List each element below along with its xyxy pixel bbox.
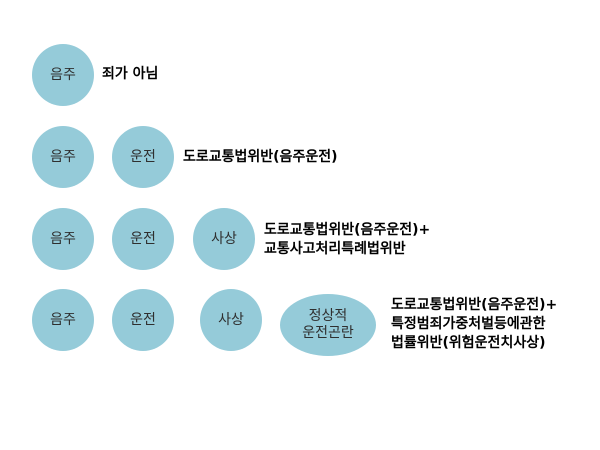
result-label-row-3: 도로교통법위반(음주운전)+ 교통사고처리특례법위반 xyxy=(264,221,430,259)
result-line: 도로교통법위반(음주운전)+ xyxy=(264,222,431,238)
result-line: 법률위반(위험운전치사상) xyxy=(391,335,546,351)
result-line: 특정범죄가중처벌등에관한 xyxy=(391,316,546,332)
bubble-drinking: 음주 xyxy=(32,208,94,270)
result-line: 도로교통법위반(음주운전)+ xyxy=(391,297,558,313)
bubble-driving: 운전 xyxy=(112,208,174,270)
bubble-drinking: 음주 xyxy=(32,126,94,188)
bubble-driving: 운전 xyxy=(112,126,174,188)
bubble-driving: 운전 xyxy=(112,289,174,351)
ellipse-impaired-driving: 정상적 운전곤란 xyxy=(280,294,376,356)
result-label-row-1: 죄가 아님 xyxy=(102,65,158,84)
result-line: 교통사고처리특례법위반 xyxy=(264,241,406,257)
bubble-casualty: 사상 xyxy=(200,289,262,351)
result-line: 죄가 아님 xyxy=(102,66,159,82)
result-label-row-2: 도로교통법위반(음주운전) xyxy=(183,148,337,167)
bubble-drinking: 음주 xyxy=(32,44,94,106)
bubble-casualty: 사상 xyxy=(193,208,255,270)
result-label-row-4: 도로교통법위반(음주운전)+ 특정범죄가중처벌등에관한 법률위반(위험운전치사상… xyxy=(391,296,557,353)
bubble-drinking: 음주 xyxy=(32,289,94,351)
result-line: 도로교통법위반(음주운전) xyxy=(183,149,338,165)
